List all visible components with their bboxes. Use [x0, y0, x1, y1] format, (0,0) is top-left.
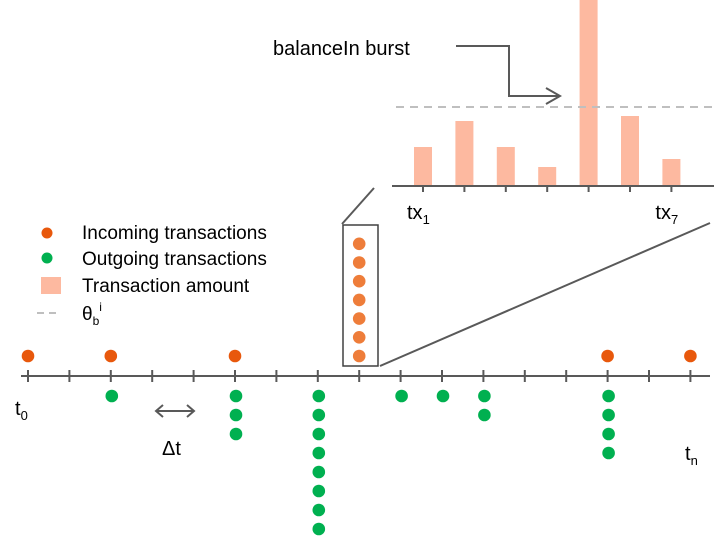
delta-t-label: Δt [162, 438, 181, 460]
zoom-connector-right [379, 222, 711, 367]
incoming-transaction-dot [228, 349, 242, 363]
outgoing-transaction-dot [312, 427, 326, 441]
amount-square-icon [41, 277, 61, 294]
tick-label-tx7: tx7 [655, 202, 678, 227]
legend-label-threshold: θbi [82, 300, 102, 328]
outgoing-transaction-dot [602, 389, 615, 403]
timeline-end-label: tn [685, 443, 698, 468]
timeline-start-label: t0 [15, 398, 28, 423]
annotation-arrow [456, 45, 559, 97]
incoming-transaction-dot [352, 293, 366, 307]
outgoing-transaction-dot [312, 446, 326, 460]
outgoing-transaction-dot [229, 389, 243, 403]
incoming-transaction-dot [684, 349, 697, 363]
outgoing-transaction-dot [478, 408, 491, 422]
arrowhead-icon [545, 87, 563, 105]
outgoing-transaction-dot [478, 389, 491, 403]
burst-highlight-box [342, 224, 379, 367]
legend-label-outgoing: Outgoing transactions [82, 249, 267, 270]
outgoing-transaction-dot [105, 389, 119, 403]
outgoing-transaction-dot [229, 427, 243, 441]
incoming-transaction-dot [352, 256, 366, 269]
outgoing-transaction-dot [312, 503, 326, 517]
annotation-label: balanceIn burst [273, 38, 410, 60]
outgoing-transaction-dot [312, 389, 326, 403]
delta-t-arrow-icon [154, 404, 196, 418]
incoming-transaction-dot [21, 349, 35, 363]
bar-tx1 [414, 147, 432, 186]
bar-tx2 [455, 121, 474, 186]
outgoing-transaction-dot [312, 408, 326, 422]
incoming-transaction-dot [352, 312, 366, 325]
incoming-dot-icon [41, 227, 53, 239]
outgoing-transaction-dot [602, 446, 615, 460]
incoming-transaction-dot [104, 349, 118, 363]
outgoing-transaction-dot [602, 427, 615, 441]
outgoing-dot-icon [41, 252, 53, 264]
bar-tx3 [496, 147, 515, 186]
outgoing-transaction-dot [602, 408, 615, 422]
outgoing-transaction-dot [229, 408, 243, 422]
outgoing-transaction-dot [312, 465, 326, 479]
timeline [21, 237, 710, 536]
legend-label-amount: Transaction amount [82, 276, 250, 297]
outgoing-transaction-dot [312, 522, 326, 536]
outgoing-transaction-dot [312, 484, 326, 498]
outgoing-transaction-dot [436, 389, 450, 403]
legend-label-incoming: Incoming transactions [82, 223, 267, 244]
bar-tx6 [621, 116, 639, 186]
legend: Incoming transactions Outgoing transacti… [37, 223, 267, 328]
bar-tx7 [662, 159, 681, 186]
bar-tx5 [579, 0, 598, 186]
incoming-transaction-dot [352, 349, 366, 363]
transaction-amount-chart: tx1 tx7 [392, 0, 714, 227]
incoming-transaction-dot [352, 331, 366, 344]
tick-label-tx1: tx1 [407, 202, 430, 227]
outgoing-transaction-dot [395, 389, 408, 403]
zoom-connector-left [341, 187, 375, 225]
incoming-transaction-dot [352, 274, 366, 288]
incoming-transaction-dot [352, 237, 366, 251]
incoming-transaction-dot [601, 349, 614, 363]
bar-tx4 [538, 167, 557, 186]
